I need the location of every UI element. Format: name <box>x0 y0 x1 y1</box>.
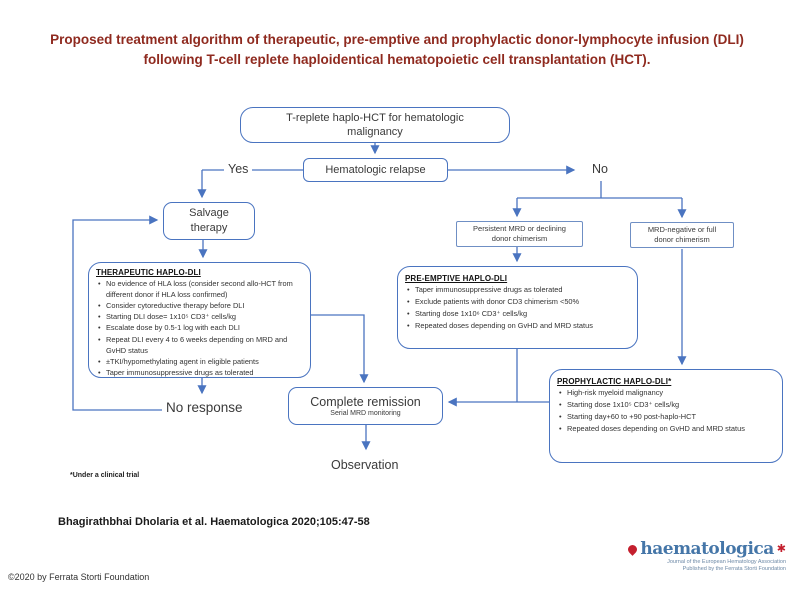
bullet: No evidence of HLA loss (consider second… <box>96 278 303 300</box>
bullet: Repeated doses depending on GvHD and MRD… <box>557 423 775 435</box>
preemptive-title: PRE-EMPTIVE HAPLO-DLI <box>405 274 508 283</box>
citation: Bhagirathbhai Dholaria et al. Haematolog… <box>58 516 370 528</box>
bullet: Consider cytoreductive therapy before DL… <box>96 300 303 311</box>
bullet: Starting dose 1x10⁵ CD3⁺ cells/kg <box>557 399 775 411</box>
bullet: Starting DLI dose= 1x10⁵ CD3⁺ cells/kg <box>96 311 303 322</box>
bullet: Repeated doses depending on GvHD and MRD… <box>405 320 630 332</box>
branch-label-no: No <box>588 162 612 176</box>
bullet: Starting day+60 to +90 post-haplo-HCT <box>557 411 775 423</box>
figure-title: Proposed treatment algorithm of therapeu… <box>50 32 744 67</box>
label-no-response: No response <box>162 400 247 415</box>
logo-wordmark: haematologica <box>640 539 774 559</box>
node-complete-remission: Complete remission Serial MRD monitoring <box>288 387 443 425</box>
preemptive-bullets: Taper immunosuppressive drugs as tolerat… <box>405 284 630 332</box>
bullet: Escalate dose by 0.5-1 log with each DLI <box>96 322 303 333</box>
bullet: Taper immunosuppressive drugs as tolerat… <box>96 367 303 378</box>
node-therapeutic-haplo-dli: THERAPEUTIC HAPLO-DLI No evidence of HLA… <box>88 262 311 378</box>
prophylactic-bullets: High-risk myeloid malignancy Starting do… <box>557 387 775 435</box>
label-observation: Observation <box>327 458 403 472</box>
clinical-trial-footnote: *Under a clinical trial <box>70 472 140 479</box>
prophylactic-title: PROPHYLACTIC HAPLO-DLI* <box>557 377 672 386</box>
node-preemptive-haplo-dli: PRE-EMPTIVE HAPLO-DLI Taper immunosuppre… <box>397 266 638 349</box>
serial-mrd-monitoring: Serial MRD monitoring <box>330 409 401 417</box>
node-persistent-mrd: Persistent MRD or declining donor chimer… <box>456 221 583 247</box>
branch-label-yes: Yes <box>224 162 253 176</box>
logo-tagline-1: Journal of the European Hematology Assoc… <box>667 559 786 565</box>
bullet: High-risk myeloid malignancy <box>557 387 775 399</box>
bullet: ±TKI/hypomethylating agent in eligible p… <box>96 356 303 367</box>
bullet: Repeat DLI every 4 to 6 weeks depending … <box>96 334 303 356</box>
node-salvage-therapy: Salvage therapy <box>163 202 255 240</box>
bullet: Starting dose 1x10⁶ CD3⁺ cells/kg <box>405 308 630 320</box>
complete-remission-title: Complete remission <box>310 395 421 410</box>
node-haplo-hct: T-replete haplo-HCT for hematologic mali… <box>240 107 510 143</box>
node-prophylactic-haplo-dli: PROPHYLACTIC HAPLO-DLI* High-risk myeloi… <box>549 369 783 463</box>
logo-tagline-2: Published by the Ferrata Storti Foundati… <box>682 566 786 573</box>
bullet: Exclude patients with donor CD3 chimeris… <box>405 296 630 308</box>
node-hematologic-relapse: Hematologic relapse <box>303 158 448 182</box>
therapeutic-bullets: No evidence of HLA loss (consider second… <box>96 278 303 378</box>
therapeutic-title: THERAPEUTIC HAPLO-DLI <box>96 268 201 277</box>
eha-flower-icon: ✱ <box>776 543 786 555</box>
node-mrd-negative: MRD-negative or full donor chimerism <box>630 222 734 248</box>
haematologica-logo: haematologica ✱ Journal of the European … <box>606 541 786 574</box>
bullet: Taper immunosuppressive drugs as tolerat… <box>405 284 630 296</box>
blood-drop-icon <box>626 543 640 556</box>
copyright: ©2020 by Ferrata Storti Foundation <box>8 572 150 582</box>
